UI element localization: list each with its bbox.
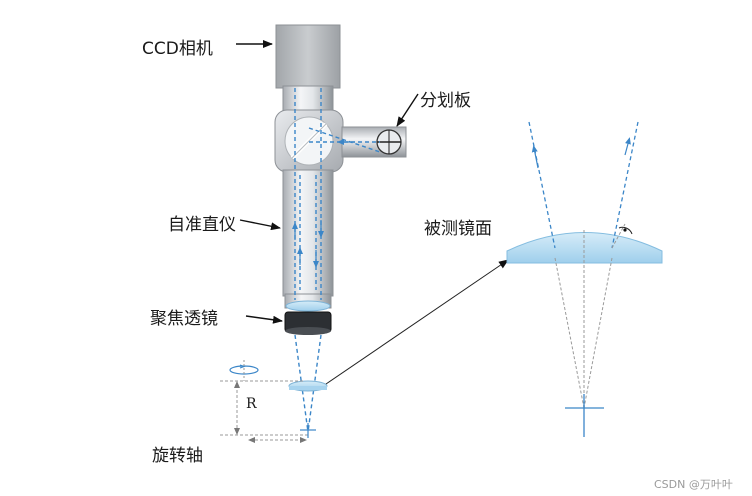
focusing-lens-label: 聚焦透镜 [150, 309, 218, 329]
zoom-connector-arrow [325, 259, 509, 385]
surface-under-test-label: 被测镜面 [424, 219, 492, 239]
reticle-label-arrow [396, 93, 419, 127]
rotation-axis-label: 旋转轴 [152, 446, 203, 466]
autocollimator-label: 自准直仪 [168, 215, 236, 235]
ccd-camera-label: CCD相机 [142, 39, 213, 59]
autocollimator-label-arrow [239, 219, 281, 231]
radius-dimension [220, 380, 310, 441]
reticle-label: 分划板 [420, 91, 471, 111]
watermark: CSDN @万叶叶 [654, 478, 733, 491]
focusing-lens [285, 300, 331, 312]
radius-label: R [246, 396, 257, 412]
enlarged-view [506, 121, 663, 437]
ccd-camera-body [275, 24, 341, 89]
autocollimator-tube [282, 169, 334, 297]
upper-tube [282, 85, 334, 113]
lens-label-arrow [245, 315, 283, 324]
